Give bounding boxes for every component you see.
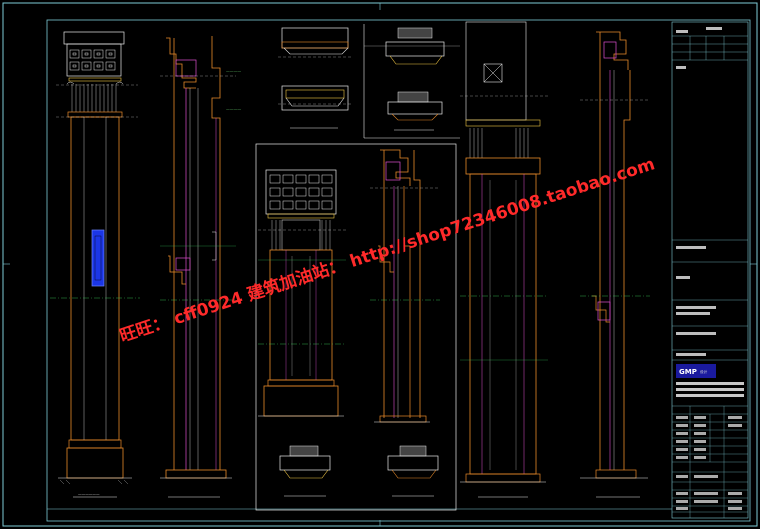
- middle-panel: [255, 143, 457, 511]
- svg-text:————: ————: [226, 68, 241, 73]
- title-block: GMP 设计: [671, 21, 749, 519]
- highlight-block: [91, 229, 105, 287]
- column-elevation-2: ———— ————: [160, 36, 241, 498]
- svg-text:——————: ——————: [78, 492, 100, 496]
- column-elevation-5: [460, 21, 548, 498]
- detail-sections-top: [278, 24, 460, 139]
- svg-text:————: ————: [226, 106, 241, 111]
- sheet-frame-inner: [46, 19, 751, 522]
- svg-text:设计: 设计: [700, 369, 708, 374]
- company-logo-text: GMP: [679, 368, 697, 376]
- column-elevation-6: [580, 31, 650, 498]
- company-logo: [676, 364, 716, 378]
- column-elevation-1: ——————: [50, 31, 140, 498]
